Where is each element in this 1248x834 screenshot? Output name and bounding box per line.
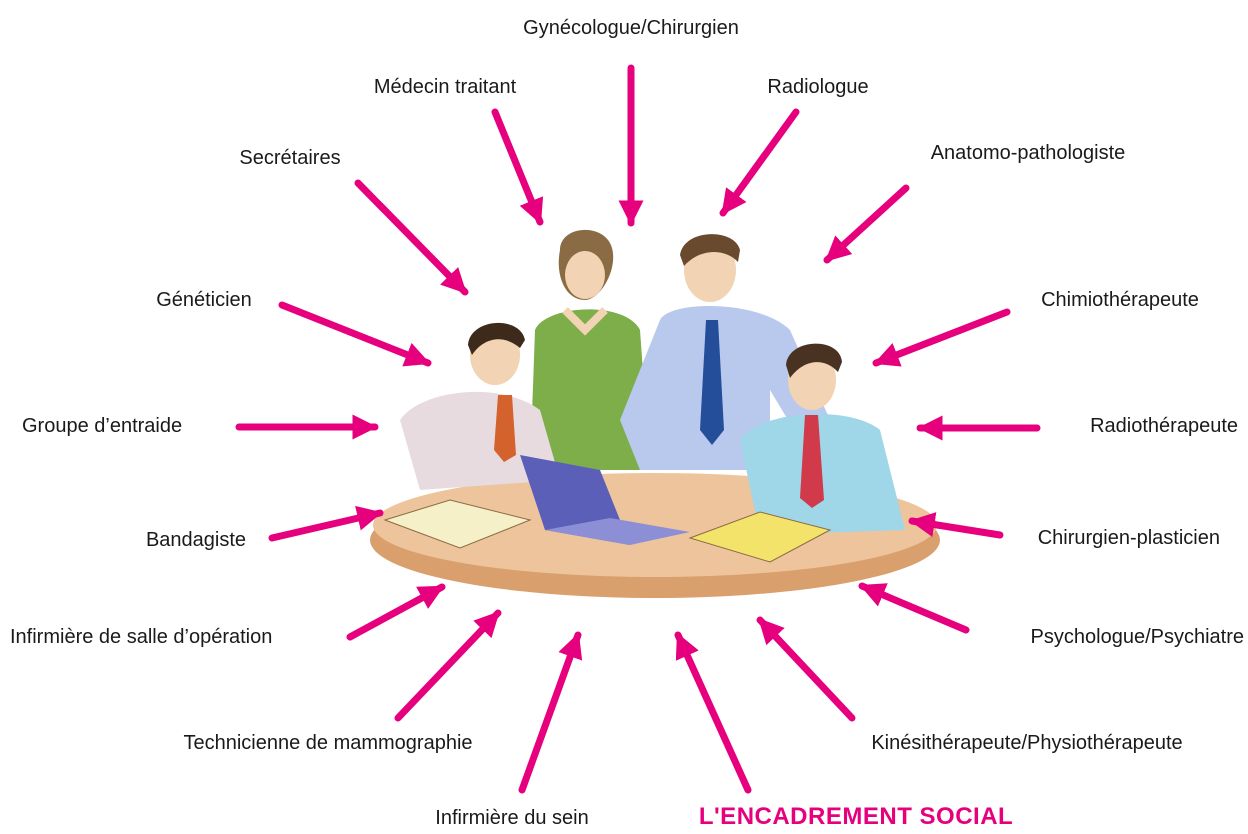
- arrows: [235, 64, 1041, 794]
- arrow-bandagiste: [268, 505, 384, 542]
- label-gynecologue-chirurgien: Gynécologue/Chirurgien: [523, 17, 739, 39]
- label-chirurgien-plasticien: Chirurgien-plasticien: [1037, 527, 1220, 549]
- arrow-secretaires: [354, 179, 469, 296]
- arrow-chimio: [872, 308, 1011, 367]
- label-chimiotherapeute: Chimiothérapeute: [1041, 289, 1199, 311]
- label-geneticien: Généticien: [156, 289, 252, 311]
- label-infirmiere-salle-operation: Infirmière de salle d’opération: [10, 626, 273, 648]
- arrow-infirmiere-sein: [518, 631, 583, 794]
- seated-man-left-figure: [400, 322, 560, 490]
- woman-figure: [530, 229, 650, 470]
- arrow-encadrement: [674, 631, 752, 794]
- label-anatomo-pathologiste: Anatomo-pathologiste: [930, 142, 1126, 164]
- laptop: [520, 455, 690, 545]
- arrow-infirmiere-salle: [346, 583, 446, 641]
- label-bandagiste: Bandagiste: [145, 529, 247, 551]
- notepad-left: [383, 499, 532, 549]
- label-medecin-traitant: Médecin traitant: [373, 76, 517, 98]
- arrow-psychologue: [858, 582, 970, 634]
- label-encadrement-social: L'ENCADREMENT SOCIAL: [698, 803, 1014, 830]
- arrow-technicienne: [394, 609, 502, 722]
- arrow-kine: [756, 616, 856, 722]
- arrow-geneticien: [278, 301, 432, 367]
- label-groupe-entraide: Groupe d’entraide: [22, 415, 183, 437]
- label-kinesitherapeute: Kinésithérapeute/Physiothérapeute: [871, 732, 1183, 754]
- label-secretaires: Secrétaires: [239, 147, 341, 169]
- label-radiologue: Radiologue: [767, 76, 869, 98]
- seated-man-right-figure: [740, 343, 905, 535]
- arrow-anatomo: [823, 184, 910, 264]
- label-psychologue-psychiatre: Psychologue/Psychiatre: [1030, 626, 1244, 648]
- label-radiotherapeute: Radiothérapeute: [1090, 415, 1238, 437]
- label-technicienne-mammographie: Technicienne de mammographie: [183, 732, 473, 754]
- label-infirmiere-du-sein: Infirmière du sein: [435, 807, 589, 829]
- standing-man-figure: [620, 234, 830, 470]
- arrow-plasticien: [908, 512, 1004, 539]
- team-meeting-illustration: [370, 229, 940, 598]
- arrow-radiologue: [719, 108, 800, 217]
- notepad-right: [688, 511, 832, 563]
- arrow-medecin: [491, 108, 544, 226]
